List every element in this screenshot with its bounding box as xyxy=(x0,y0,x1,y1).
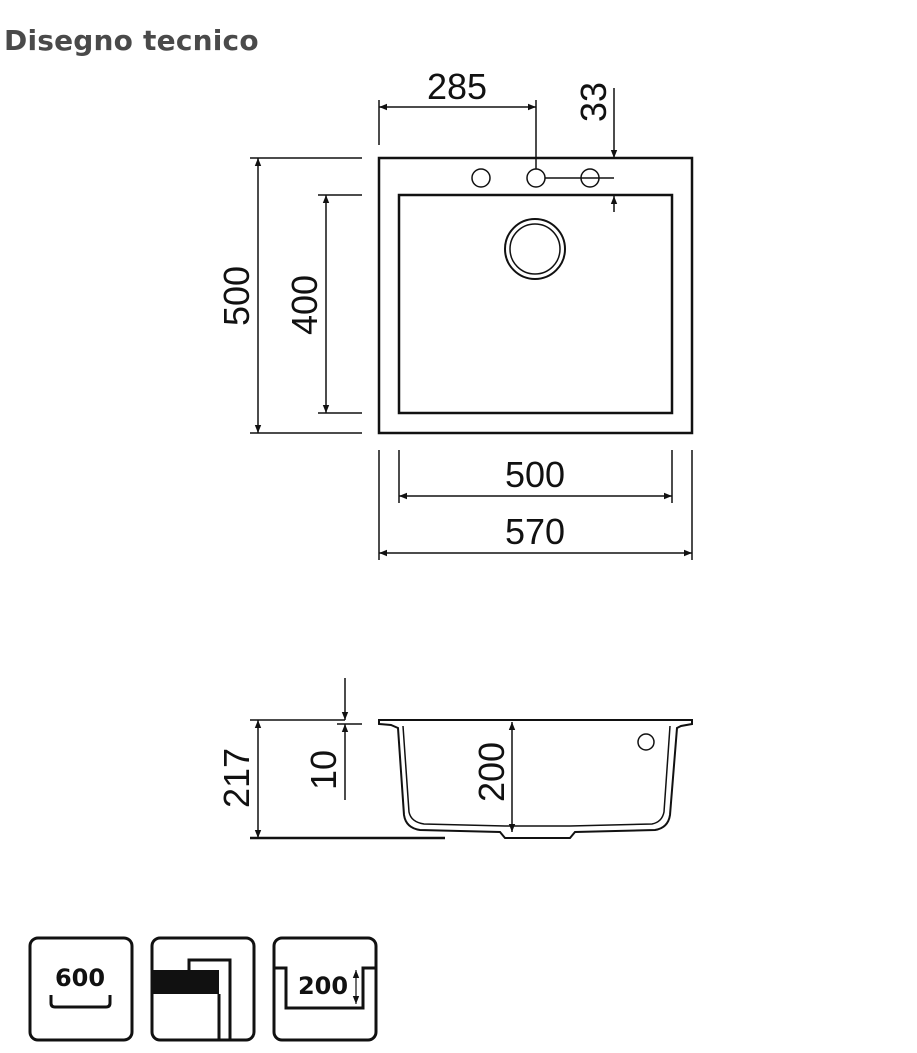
sink-outline xyxy=(377,156,694,435)
top-view xyxy=(250,88,694,560)
tap-hole xyxy=(526,168,546,188)
bowl-depth-icon xyxy=(272,936,378,1042)
dim-outer-width: 570 xyxy=(505,511,565,552)
top-mount-installation-icon xyxy=(150,936,256,1042)
side-view xyxy=(250,678,693,840)
dim-tap-offset: 285 xyxy=(427,66,487,107)
dim-inner-depth: 400 xyxy=(284,275,325,335)
tap-hole xyxy=(637,733,655,751)
dim-tap-edge: 33 xyxy=(573,82,614,122)
bowl-depth-label: 200 xyxy=(298,972,348,1000)
sink-profile xyxy=(378,719,693,839)
dim-rim: 10 xyxy=(303,750,344,790)
drain-icon xyxy=(504,218,566,280)
dim-inner-width: 500 xyxy=(505,454,565,495)
cabinet-width-icon xyxy=(28,936,134,1042)
dim-bowl-depth: 200 xyxy=(471,742,512,802)
tap-hole xyxy=(471,168,491,188)
bowl-outline xyxy=(397,193,674,415)
page-title: Disegno tecnico xyxy=(4,24,259,57)
drain-inner-ring xyxy=(509,223,561,275)
dim-outer-depth: 500 xyxy=(216,266,257,326)
bowl-inner-profile xyxy=(402,725,671,827)
cabinet-width-label: 600 xyxy=(55,964,105,992)
dim-total-height: 217 xyxy=(216,748,257,808)
